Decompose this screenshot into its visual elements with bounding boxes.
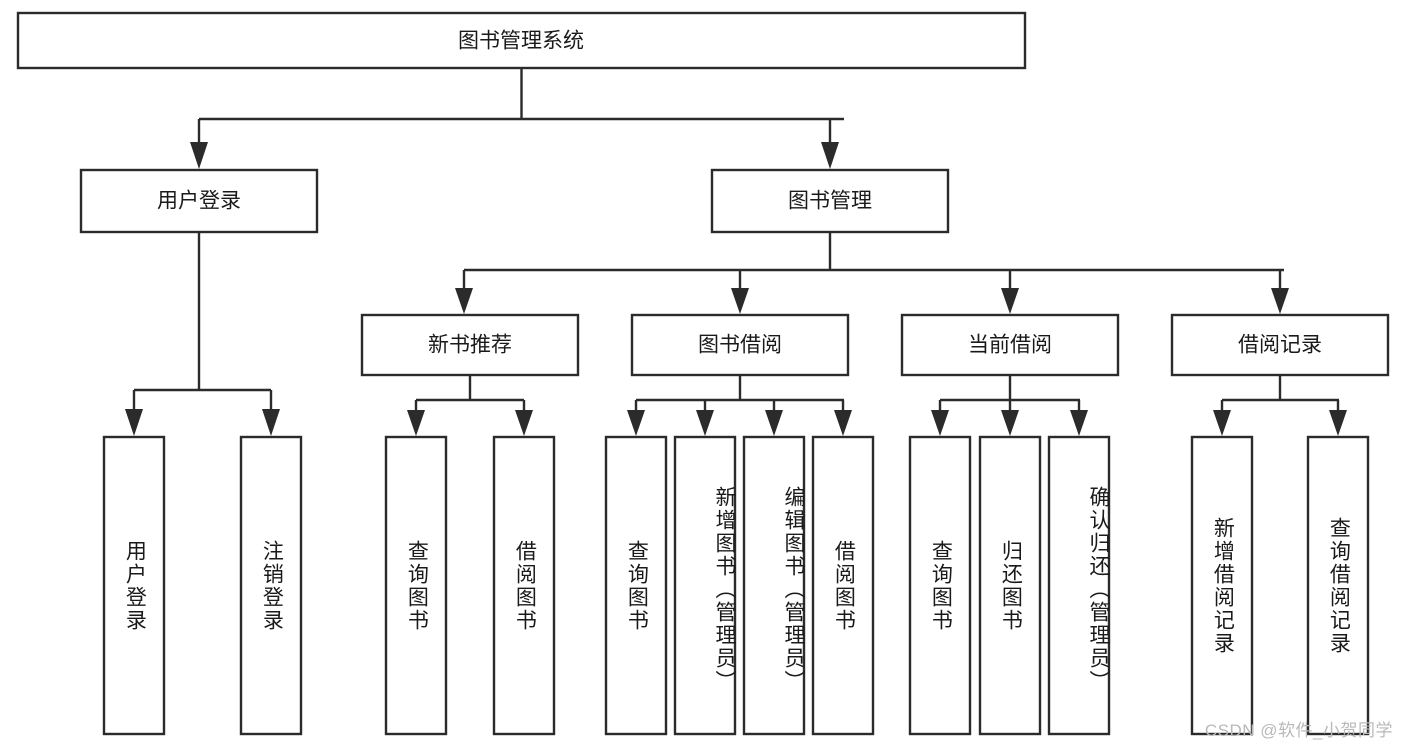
- arrow-head-leaf-borrow-book-1: [515, 410, 533, 436]
- arrow-head-leaf-add-record: [1213, 410, 1231, 436]
- arrow-head-current-borrow: [1001, 288, 1019, 314]
- node-leaf-logout-login[interactable]: [239, 435, 303, 736]
- node-book-borrow[interactable]: [630, 313, 850, 377]
- connector-layer: [125, 68, 1347, 436]
- node-leaf-user-login[interactable]: [102, 435, 166, 736]
- arrow-head-book-borrow: [731, 288, 749, 314]
- node-leaf-query-book-2[interactable]: [604, 435, 668, 736]
- node-borrow-record[interactable]: [1170, 313, 1390, 377]
- arrow-head-leaf-return-book: [1001, 410, 1019, 436]
- node-book-manage-label: 图书管理: [788, 190, 872, 213]
- node-leaf-query-book-3[interactable]: [908, 435, 972, 736]
- node-leaf-return-book[interactable]: [978, 435, 1042, 736]
- node-leaf-borrow-book-1[interactable]: [492, 435, 556, 736]
- node-leaf-edit-book[interactable]: [742, 435, 806, 736]
- csdn-watermark: CSDN @软件_小贺同学: [1204, 721, 1393, 740]
- node-current-borrow-label: 当前借阅: [968, 334, 1052, 357]
- node-borrow-record-label: 借阅记录: [1238, 334, 1322, 357]
- arrow-head-leaf-borrow-book-2: [834, 410, 852, 436]
- node-root-label: 图书管理系统: [458, 30, 584, 53]
- arrow-head-user-login: [190, 142, 208, 169]
- arrow-head-leaf-add-book: [696, 410, 714, 436]
- node-leaf-query-record[interactable]: [1306, 435, 1370, 736]
- node-new-book-recommend-label: 新书推荐: [428, 334, 512, 357]
- node-leaf-borrow-book-2[interactable]: [811, 435, 875, 736]
- arrow-head-leaf-edit-book: [765, 410, 783, 436]
- arrow-head-book-manage: [821, 142, 839, 169]
- node-root[interactable]: [16, 11, 1027, 70]
- node-book-borrow-label: 图书借阅: [698, 334, 782, 357]
- node-user-login[interactable]: [79, 168, 319, 234]
- arrow-head-leaf-user-login: [125, 409, 143, 436]
- arrow-head-new-book-recommend: [455, 288, 473, 314]
- node-leaf-add-book[interactable]: [673, 435, 737, 736]
- arrow-head-leaf-query-record: [1329, 410, 1347, 436]
- node-leaf-query-book-1[interactable]: [384, 435, 448, 736]
- node-leaf-add-record[interactable]: [1190, 435, 1254, 736]
- arrow-head-leaf-query-book-1: [407, 410, 425, 436]
- node-leaf-confirm-return[interactable]: [1047, 435, 1111, 736]
- node-layer: 图书管理系统 用户登录 图书管理 新书推荐 图书借阅 当前借阅 借阅记录: [16, 11, 1390, 736]
- arrow-head-leaf-query-book-2: [627, 410, 645, 436]
- node-user-login-label: 用户登录: [157, 190, 241, 213]
- arrow-head-leaf-query-book-3: [931, 410, 949, 436]
- arrow-head-borrow-record: [1271, 288, 1289, 314]
- arrow-head-leaf-logout-login: [262, 409, 280, 436]
- node-book-manage[interactable]: [710, 168, 950, 234]
- arrow-head-leaf-confirm-return: [1070, 410, 1088, 436]
- node-current-borrow[interactable]: [900, 313, 1120, 377]
- node-new-book-recommend[interactable]: [360, 313, 580, 377]
